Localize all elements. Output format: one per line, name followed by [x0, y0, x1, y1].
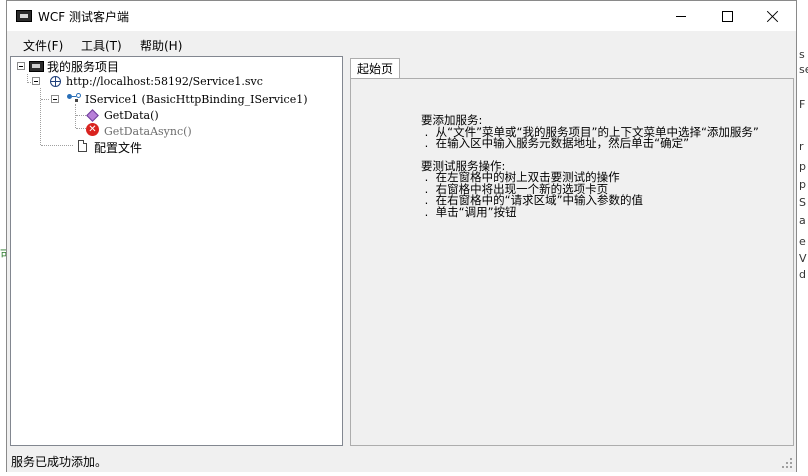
maximize-icon	[721, 10, 733, 22]
wcf-test-client-window: WCF 测试客户端 文件(F) 工具(T) 帮助(H) 我的服务项目	[6, 0, 797, 472]
tree-item-config-file[interactable]: 配置文件	[94, 139, 142, 156]
test-service-heading: 要测试服务操作:	[421, 158, 506, 173]
app-icon	[16, 10, 32, 22]
minimize-button[interactable]	[658, 1, 704, 31]
tree-connector	[27, 74, 28, 83]
tree-item-endpoint[interactable]: http://localhost:58192/Service1.svc	[66, 73, 263, 90]
menu-help[interactable]: 帮助(H)	[140, 39, 183, 53]
menu-bar: 文件(F) 工具(T) 帮助(H)	[7, 32, 796, 54]
bg-fragment-text: e	[799, 235, 806, 248]
help-instructions: 要添加服务: . 从“文件”菜单或“我的服务项目”的上下文菜单中选择“添加服务”…	[421, 113, 759, 219]
test-service-step: . 右窗格中将出现一个新的选项卡页	[424, 181, 609, 196]
test-service-step: . 在左窗格中的树上双击要测试的操作	[424, 170, 620, 184]
bg-fragment-text: V	[799, 252, 807, 265]
bg-fragment-text: se	[799, 63, 808, 76]
add-service-heading: 要添加服务:	[421, 113, 483, 127]
tree-collapse-toggle[interactable]	[32, 77, 40, 85]
method-icon	[86, 109, 99, 122]
background-window-fragment: s se F r p p S a e V d	[797, 0, 808, 476]
add-service-step: . 在输入区中输入服务元数据地址，然后单击“确定”	[424, 136, 690, 150]
tree-item-label: IService1 (BasicHttpBinding_IService1)	[85, 93, 308, 106]
tree-connector	[76, 128, 86, 129]
tree-connector	[41, 145, 73, 146]
bg-fragment-text: S	[799, 196, 806, 209]
minimize-icon	[676, 15, 686, 17]
test-service-step: . 在右窗格中的“请求区域”中输入参数的值	[424, 193, 644, 207]
start-page-pane: 起始页 要添加服务: . 从“文件”菜单或“我的服务项目”的上下文菜单中选择“添…	[347, 56, 794, 446]
tree-item-contract[interactable]: IService1 (BasicHttpBinding_IService1)	[85, 91, 308, 108]
tree-collapse-toggle[interactable]	[51, 95, 59, 103]
tree-item-label: 配置文件	[94, 141, 143, 155]
tree-connector	[41, 99, 49, 100]
menu-file[interactable]: 文件(F)	[23, 39, 64, 53]
status-bar: 服务已成功添加。	[7, 448, 796, 472]
close-button[interactable]	[750, 1, 796, 31]
project-icon	[29, 61, 44, 72]
bg-fragment-text: s	[799, 48, 805, 61]
tree-item-my-service-projects[interactable]: 我的服务项目	[47, 58, 119, 75]
tree-connector	[76, 115, 86, 116]
bg-fragment-text: d	[799, 268, 806, 281]
tree-connector	[28, 82, 35, 83]
bg-fragment-text: p	[799, 178, 806, 191]
tree-connector	[40, 88, 41, 145]
bg-fragment-text: p	[799, 160, 806, 173]
close-icon	[767, 10, 779, 22]
title-bar[interactable]: WCF 测试客户端	[7, 1, 796, 31]
tree-item-label: 我的服务项目	[47, 60, 120, 74]
resize-grip-icon[interactable]	[781, 457, 793, 469]
pane-splitter[interactable]	[343, 56, 347, 446]
bg-fragment-text: F	[799, 98, 806, 111]
test-service-step: . 单击“调用”按钮	[424, 204, 517, 219]
tab-content: 要添加服务: . 从“文件”菜单或“我的服务项目”的上下文菜单中选择“添加服务”…	[350, 78, 794, 446]
bg-fragment-text: a	[799, 214, 806, 227]
globe-icon	[50, 76, 61, 87]
add-service-step: . 从“文件”菜单或“我的服务项目”的上下文菜单中选择“添加服务”	[424, 124, 759, 139]
bg-fragment-text: r	[799, 140, 804, 153]
maximize-button[interactable]	[704, 1, 750, 31]
file-icon	[78, 140, 87, 152]
tab-start-page[interactable]: 起始页	[350, 58, 400, 79]
tree-item-label: http://localhost:58192/Service1.svc	[66, 75, 263, 88]
window-title: WCF 测试客户端	[38, 10, 129, 24]
status-text: 服务已成功添加。	[11, 455, 108, 469]
interface-icon	[67, 91, 82, 103]
tree-collapse-toggle[interactable]	[17, 62, 25, 70]
tree-connector	[75, 104, 76, 128]
tree-item-label: GetDataAsync()	[104, 125, 192, 138]
error-icon: ✕	[86, 123, 99, 136]
tree-item-method-getdataasync[interactable]: GetDataAsync()	[104, 123, 192, 140]
tree-item-method-getdata[interactable]: GetData()	[104, 107, 159, 124]
service-tree-pane[interactable]: 我的服务项目 http://localhost:58192/Service1.s…	[10, 56, 343, 446]
bg-fragment-text: 可	[0, 246, 11, 262]
menu-tools[interactable]: 工具(T)	[81, 39, 122, 53]
tree-item-label: GetData()	[104, 109, 159, 122]
